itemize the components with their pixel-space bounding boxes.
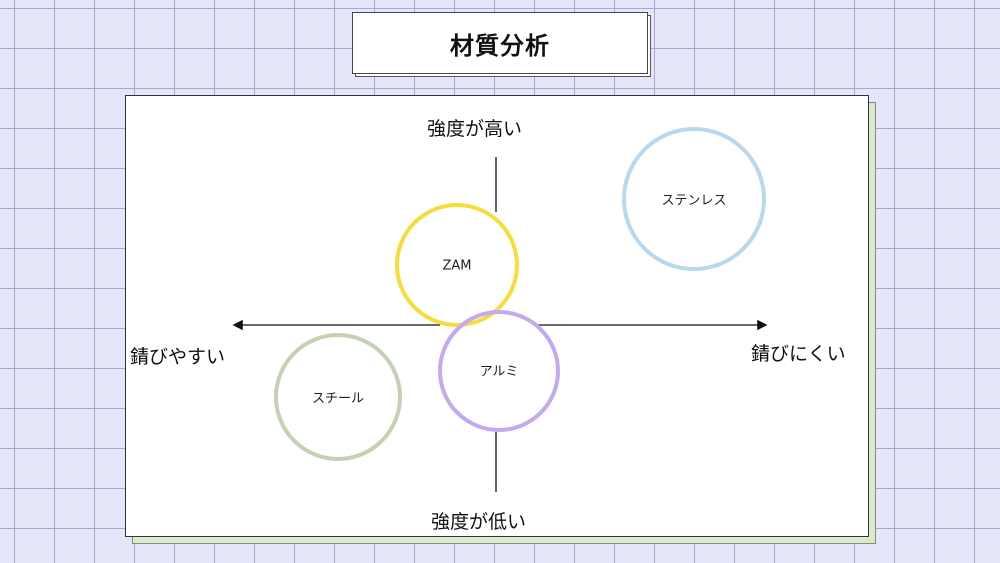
zam-circle xyxy=(395,203,519,327)
axis-label-top: 強度が高い xyxy=(427,118,523,140)
stainless-label: ステンレス xyxy=(661,193,727,209)
axis-label-left: 錆びやすい xyxy=(130,346,226,368)
steel-label: スチール xyxy=(311,391,365,407)
aluminum-circle xyxy=(438,310,560,432)
zam-label: ZAM xyxy=(442,258,472,274)
stainless-circle xyxy=(622,127,766,271)
title-box: 材質分析 xyxy=(352,12,648,74)
steel-circle xyxy=(274,333,402,461)
diagram-panel xyxy=(125,95,869,537)
page-title: 材質分析 xyxy=(450,31,550,60)
axis-label-bottom: 強度が低い xyxy=(431,511,527,533)
aluminum-label: アルミ xyxy=(479,364,519,380)
axis-label-right: 錆びにくい xyxy=(751,343,846,365)
